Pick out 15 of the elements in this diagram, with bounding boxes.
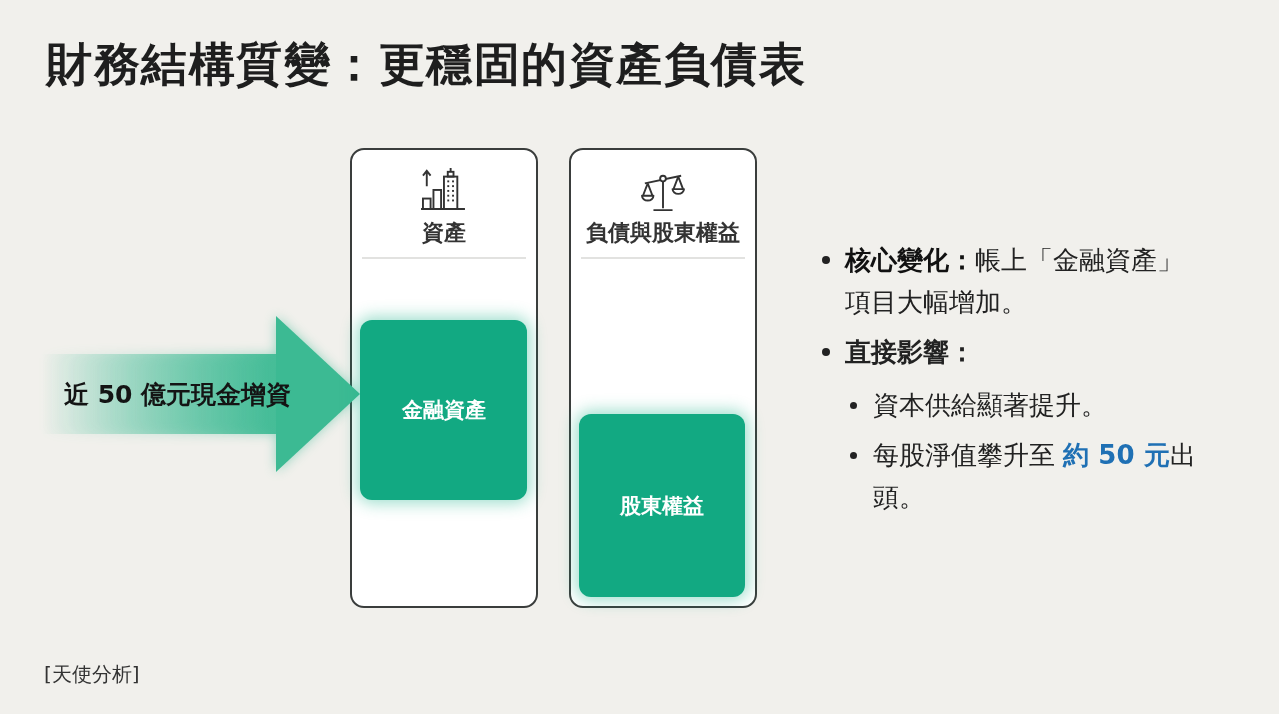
block-label: 股東權益 — [620, 492, 704, 519]
column-panel — [569, 148, 757, 608]
block — [579, 414, 745, 597]
column-heading: 負債與股東權益 — [586, 220, 740, 246]
block — [360, 320, 527, 500]
column-heading: 資產 — [422, 220, 466, 246]
sub-bullet-point: 每股淨值攀升至 約 50 元出頭。 — [846, 434, 1208, 518]
column-panel — [350, 148, 538, 608]
slide-title: 財務結構質變：更穩固的資產負債表 — [46, 36, 806, 92]
block-label: 金融資產 — [401, 397, 486, 423]
bullet-point: 直接影響： — [818, 331, 1198, 373]
source-note: [天使分析] — [44, 661, 140, 687]
edge-label: 近 50 億元現金增資 — [64, 380, 292, 410]
sub-bullet-point: 資本供給顯著提升。 — [846, 384, 1208, 426]
bullet-point: 核心變化：帳上「金融資產」項目大幅增加。 — [818, 239, 1198, 323]
